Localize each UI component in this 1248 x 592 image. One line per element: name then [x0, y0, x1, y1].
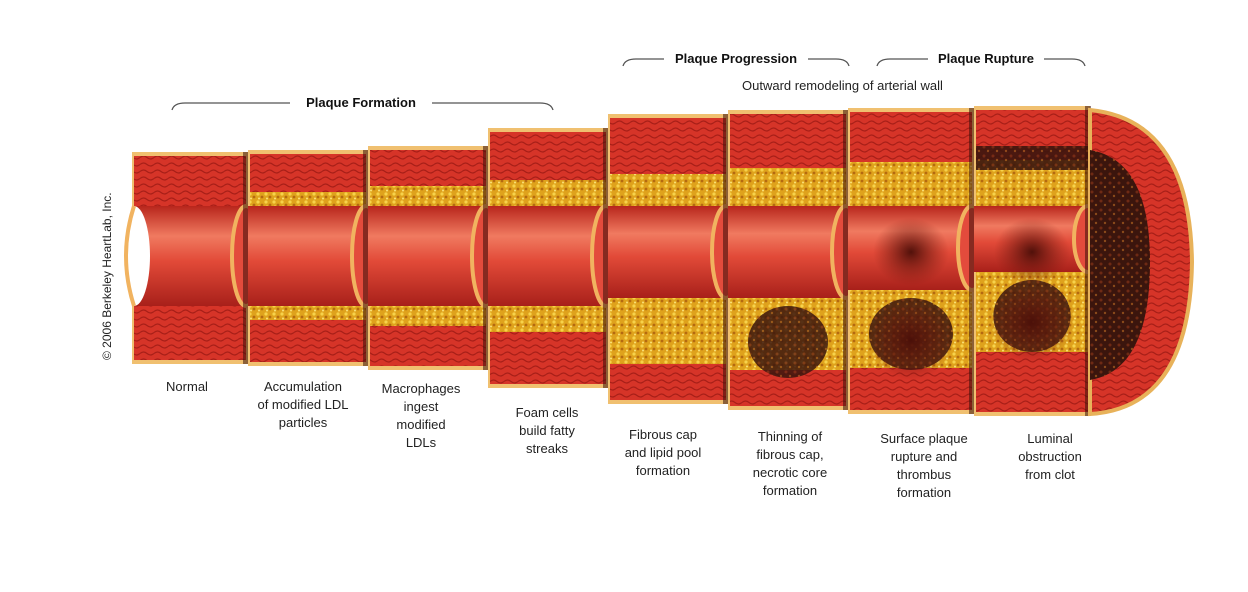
- segment-lumen: [248, 206, 368, 306]
- artery-segment-8: [974, 106, 1104, 416]
- stage-label-plaque-rupture: Surface plaque rupture and thrombus form…: [880, 431, 968, 500]
- segment-divider: [723, 114, 729, 404]
- artery-segment-4: [488, 128, 622, 388]
- segment-plaque-lower: [250, 306, 366, 320]
- segment-divider: [243, 152, 249, 364]
- stage-label-macrophages: Macrophages ingest modified LDLs: [381, 381, 461, 450]
- segment-lumen: [488, 206, 608, 306]
- segment-lumen: [608, 206, 728, 298]
- segment-plaque-upper: [370, 186, 486, 206]
- segment-lumen: [132, 206, 248, 306]
- stage-label-necrotic-core: Thinning of fibrous cap, necrotic core f…: [752, 429, 828, 498]
- segment-plaque-lower: [490, 306, 606, 332]
- bracket-rupture: [876, 58, 1086, 67]
- copyright-text: © 2006 Berkeley HeartLab, Inc.: [100, 192, 114, 360]
- end-cap-core: [1090, 150, 1150, 380]
- stage-label-ldl-accumulation: Accumulation of modified LDL particles: [257, 379, 349, 430]
- artery-segment-2: [248, 150, 382, 366]
- artery-segment-5: [608, 114, 742, 404]
- segment-necrotic-core: [748, 306, 828, 378]
- segment-thrombus: [873, 218, 949, 286]
- segment-divider: [483, 146, 489, 370]
- artery-segment-6: [728, 110, 862, 410]
- segment-plaque-upper: [490, 180, 606, 206]
- remodeling-note: Outward remodeling of arterial wall: [742, 78, 943, 93]
- segment-divider: [603, 128, 609, 388]
- segment-thrombus: [994, 218, 1070, 286]
- segment-lumen: [728, 206, 848, 298]
- segment-thrombus-base: [990, 282, 1074, 362]
- bracket-formation: [171, 102, 554, 111]
- artery-segment-3: [368, 146, 502, 370]
- segment-plaque-upper: [610, 174, 726, 206]
- segment-thrombus-base: [869, 300, 953, 380]
- bracket-progression: [622, 58, 850, 67]
- segment-divider: [843, 110, 849, 410]
- stage-label-fibrous-cap: Fibrous cap and lipid pool formation: [624, 427, 702, 478]
- artery-segment-7: [848, 108, 988, 414]
- segment-plaque-lower: [370, 306, 486, 326]
- artery-segment-1: [132, 152, 262, 364]
- segment-plaque-upper: [850, 162, 972, 206]
- stage-label-luminal-obstruction: Luminal obstruction from clot: [1018, 431, 1082, 482]
- segment-divider: [363, 150, 369, 366]
- segment-plaque-upper: [250, 192, 366, 206]
- artery-open-end-rim: [124, 205, 136, 307]
- stage-label-foam-cells: Foam cells build fatty streaks: [515, 405, 579, 456]
- segment-dark-deposit: [976, 146, 1088, 170]
- group-label-rupture: Plaque Rupture: [937, 51, 1035, 66]
- group-label-formation: Plaque Formation: [306, 95, 416, 110]
- artery-open-end: [118, 206, 150, 306]
- segment-plaque-upper: [730, 168, 846, 206]
- group-label-progression: Plaque Progression: [674, 51, 798, 66]
- stage-label-normal: Normal: [166, 379, 208, 394]
- segment-lumen: [368, 206, 488, 306]
- segment-plaque-lower: [610, 298, 726, 364]
- segment-divider: [969, 108, 975, 414]
